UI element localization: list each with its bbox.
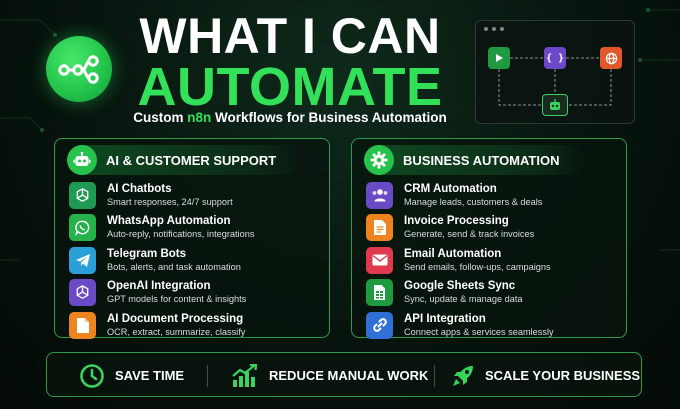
benefit-scale-business: SCALE YOUR BUSINESS xyxy=(451,353,640,398)
item-desc: Auto-reply, notifications, integrations xyxy=(107,229,255,240)
item-title: Invoice Processing xyxy=(404,215,509,228)
benefit-divider xyxy=(207,365,208,387)
document-icon xyxy=(76,317,89,333)
item-title: Email Automation xyxy=(404,247,502,260)
subtitle: Custom n8n Workflows for Business Automa… xyxy=(130,110,450,125)
item-icon-box xyxy=(69,311,96,339)
item-desc: Manage leads, customers & deals xyxy=(404,196,543,207)
item-desc: Smart responses, 24/7 support xyxy=(107,196,233,207)
clock-icon xyxy=(80,363,104,388)
item-desc: Generate, send & track invoices xyxy=(404,229,535,240)
panel-header: AI & CUSTOMER SUPPORT xyxy=(67,145,303,175)
item-title: WhatsApp Automation xyxy=(107,215,231,228)
users-icon xyxy=(372,188,387,202)
sheets-icon xyxy=(374,285,385,301)
panel-header-icon xyxy=(364,145,394,175)
subtitle-prefix: Custom xyxy=(133,110,188,125)
benefits-bar: SAVE TIME REDUCE MANUAL WORK SCALE YOUR … xyxy=(46,352,642,397)
workflow-connections xyxy=(498,57,612,106)
item-icon-box xyxy=(366,214,393,242)
play-icon xyxy=(496,54,503,62)
title-line-2: AUTOMATE xyxy=(137,57,443,117)
item-icon-box xyxy=(366,246,393,274)
item-desc: GPT models for content & insights xyxy=(107,294,247,305)
web-node xyxy=(600,47,622,69)
item-title: AI Document Processing xyxy=(107,312,244,325)
benefit-reduce-manual-work: REDUCE MANUAL WORK xyxy=(231,353,428,398)
window-dots xyxy=(484,27,504,31)
item-desc: Send emails, follow-ups, campaigns xyxy=(404,261,551,272)
play-node xyxy=(488,47,510,69)
robot-icon xyxy=(73,151,91,166)
subtitle-brand: n8n xyxy=(187,110,212,125)
title-line-1: WHAT I CAN xyxy=(139,8,441,64)
workflow-diagram-window: { } xyxy=(475,20,635,124)
workflow-nodes-icon xyxy=(58,55,99,84)
benefit-label: REDUCE MANUAL WORK xyxy=(269,368,429,383)
item-title: API Integration xyxy=(404,312,486,325)
panel-header: BUSINESS AUTOMATION xyxy=(364,145,586,175)
growth-chart-icon xyxy=(232,363,258,387)
benefit-save-time: SAVE TIME xyxy=(79,353,184,398)
mail-icon xyxy=(372,254,387,266)
item-title: Google Sheets Sync xyxy=(404,280,516,293)
item-icon-box xyxy=(69,181,96,209)
item-title: OpenAI Integration xyxy=(107,280,211,293)
item-desc: Connect apps & services seamlessly xyxy=(404,326,554,337)
item-icon-box xyxy=(69,246,96,274)
code-node: { } xyxy=(544,47,566,69)
whatsapp-icon xyxy=(75,220,90,237)
item-icon-box xyxy=(366,181,393,209)
globe-icon xyxy=(605,52,617,64)
item-icon-box xyxy=(69,214,96,242)
panel-title: AI & CUSTOMER SUPPORT xyxy=(106,152,277,168)
openai-icon xyxy=(76,187,89,202)
invoice-icon xyxy=(373,220,386,236)
gear-icon xyxy=(370,151,388,169)
code-braces: { } xyxy=(545,52,565,64)
robot-icon xyxy=(550,98,560,110)
openai-icon xyxy=(76,285,89,300)
item-title: Telegram Bots xyxy=(107,247,187,260)
n8n-logo xyxy=(46,36,112,102)
item-icon-box xyxy=(366,311,393,339)
item-desc: OCR, extract, summarize, classify xyxy=(107,326,246,337)
link-icon xyxy=(372,318,387,333)
item-desc: Bots, alerts, and task automation xyxy=(107,261,241,272)
bot-node xyxy=(542,94,568,116)
subtitle-suffix: Workflows for Business Automation xyxy=(211,110,447,125)
item-title: AI Chatbots xyxy=(107,182,172,195)
benefit-label: SAVE TIME xyxy=(115,368,185,383)
panel-title: BUSINESS AUTOMATION xyxy=(403,152,560,168)
item-desc: Sync, update & manage data xyxy=(404,294,523,305)
panel-header-icon xyxy=(67,145,97,175)
item-title: CRM Automation xyxy=(404,182,497,195)
benefit-label: SCALE YOUR BUSINESS xyxy=(485,368,641,383)
item-icon-box xyxy=(366,279,393,307)
benefit-divider xyxy=(434,365,435,387)
item-icon-box xyxy=(69,279,96,307)
rocket-icon xyxy=(453,365,473,386)
telegram-icon xyxy=(75,253,90,267)
